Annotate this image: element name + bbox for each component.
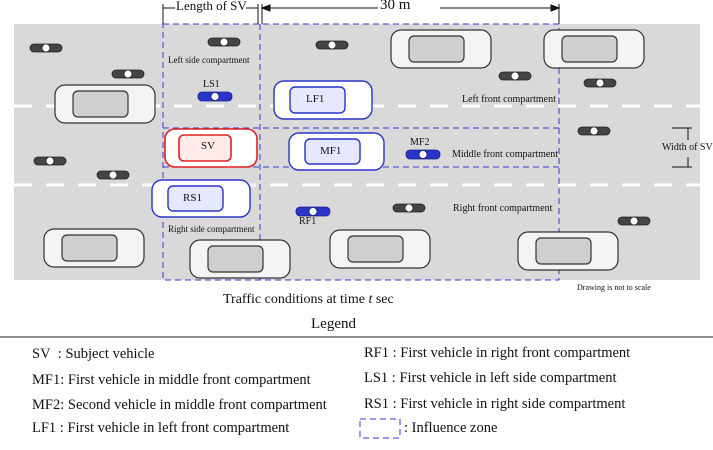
legend-key: RS1 bbox=[364, 396, 389, 412]
diagram-caption: Traffic conditions at time t sec bbox=[223, 292, 394, 308]
caption-prefix: Traffic conditions at time bbox=[223, 292, 369, 307]
car bbox=[390, 29, 492, 69]
other-cars bbox=[43, 29, 645, 279]
motorcycle bbox=[577, 126, 611, 136]
legend-title: Legend bbox=[311, 316, 356, 332]
ls1-label: LS1 bbox=[203, 79, 220, 90]
rs1-label: RS1 bbox=[183, 192, 202, 204]
legend-key: LS1 bbox=[364, 370, 389, 386]
car-mf1 bbox=[288, 132, 385, 171]
influence-zone-swatch bbox=[359, 418, 401, 439]
length-of-sv-label: Length of SV bbox=[176, 0, 247, 13]
mf1-label: MF1 bbox=[320, 145, 342, 157]
right-front-compartment-label: Right front compartment bbox=[453, 203, 553, 214]
legend-item-mf2: MF2: Second vehicle in middle front comp… bbox=[32, 397, 327, 414]
left-side-compartment-label: Left side compartment bbox=[168, 55, 250, 65]
legend-item-mf1: MF1: First vehicle in middle front compa… bbox=[32, 372, 311, 389]
lf1-label: LF1 bbox=[306, 93, 325, 105]
car-sv bbox=[164, 128, 258, 168]
legend-text: : Influence zone bbox=[404, 420, 498, 436]
legend-item-influence-zone: : Influence zone bbox=[404, 420, 497, 437]
legend-item-rf1: RF1 : First vehicle in right front compa… bbox=[364, 345, 630, 362]
car-lf1 bbox=[273, 80, 373, 120]
legend-text: : First vehicle in left front compartmen… bbox=[59, 420, 290, 436]
legend-item-sv: SV : Subject vehicle bbox=[32, 346, 154, 363]
legend-text: First vehicle in middle front compartmen… bbox=[67, 372, 311, 388]
motorcycle bbox=[583, 78, 617, 88]
legend-text: : First vehicle in left side compartment bbox=[391, 370, 617, 386]
legend-text: : First vehicle in right side compartmen… bbox=[392, 396, 626, 412]
motorcycle-rf1 bbox=[295, 206, 331, 217]
caption-suffix: sec bbox=[372, 292, 394, 307]
legend-key: LF1 bbox=[32, 420, 57, 436]
motorcycle bbox=[111, 69, 145, 79]
not-to-scale-note: Drawing is not to scale bbox=[577, 283, 651, 292]
car bbox=[189, 239, 291, 279]
left-front-compartment-label: Left front compartment bbox=[462, 94, 556, 105]
car bbox=[43, 228, 145, 268]
motorcycle bbox=[207, 37, 241, 47]
distance-dimension bbox=[260, 4, 561, 24]
car bbox=[543, 29, 645, 69]
legend-text: Second vehicle in middle front compartme… bbox=[67, 397, 327, 413]
car bbox=[329, 229, 431, 269]
motorcycle bbox=[498, 71, 532, 81]
legend-item-ls1: LS1 : First vehicle in left side compart… bbox=[364, 370, 617, 387]
width-of-sv-label: Width of SV bbox=[662, 142, 713, 153]
legend-key: MF1: bbox=[32, 372, 65, 388]
mf2-label: MF2 bbox=[410, 137, 430, 148]
motorcycle-ls1 bbox=[197, 91, 233, 102]
legend-key: MF2: bbox=[32, 397, 65, 413]
legend-item-lf1: LF1 : First vehicle in left front compar… bbox=[32, 420, 289, 437]
legend-key: SV bbox=[32, 346, 51, 362]
motorcycle bbox=[29, 43, 63, 53]
motorcycle bbox=[33, 156, 67, 166]
motorcycle bbox=[392, 203, 426, 213]
legend-text: : Subject vehicle bbox=[57, 346, 155, 362]
motorcycle bbox=[617, 216, 651, 226]
caption-variable: t bbox=[368, 292, 373, 307]
influence-cars bbox=[151, 80, 385, 218]
car bbox=[54, 84, 156, 124]
legend-item-rs1: RS1 : First vehicle in right side compar… bbox=[364, 396, 625, 413]
distance-label: 30 m bbox=[380, 0, 411, 13]
legend-text: : First vehicle in right front compartme… bbox=[392, 345, 631, 361]
motorcycle-mf2 bbox=[405, 149, 441, 160]
sv-label: SV bbox=[201, 140, 216, 152]
right-side-compartment-label: Right side compartment bbox=[168, 224, 255, 234]
width-of-sv-dimension bbox=[672, 127, 692, 168]
other-motorcycles bbox=[29, 37, 651, 226]
car-rs1 bbox=[151, 179, 251, 218]
middle-front-compartment-label: Middle front compartment bbox=[452, 149, 559, 160]
motorcycle bbox=[315, 40, 349, 50]
car bbox=[517, 231, 619, 271]
rf1-label: RF1 bbox=[299, 216, 317, 227]
influence-motorcycles bbox=[197, 91, 441, 217]
length-of-sv-dimension bbox=[162, 4, 259, 24]
motorcycle bbox=[96, 170, 130, 180]
legend-key: RF1 bbox=[364, 345, 389, 361]
